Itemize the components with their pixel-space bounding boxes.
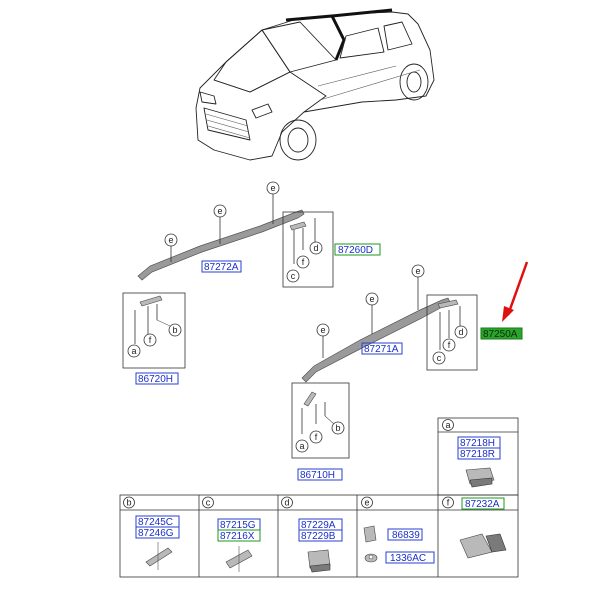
- right-roof-rail: [301, 297, 451, 383]
- svg-text:b: b: [172, 325, 177, 335]
- svg-text:b: b: [335, 423, 340, 433]
- table-col-f: f 87232A: [442, 496, 507, 559]
- svg-text:87229B: 87229B: [301, 531, 336, 542]
- svg-text:87218H: 87218H: [460, 438, 495, 449]
- callout-right-e2: e: [365, 292, 379, 334]
- svg-text:86839: 86839: [392, 530, 420, 541]
- svg-text:f: f: [149, 335, 152, 345]
- label-87250A[interactable]: 87250A: [480, 327, 523, 340]
- label-87246G[interactable]: 87246G: [135, 526, 180, 539]
- red-arrow-icon: [502, 261, 529, 322]
- svg-text:f: f: [315, 432, 318, 442]
- label-1336AC[interactable]: 1336AC: [385, 551, 435, 564]
- svg-text:d: d: [458, 327, 463, 337]
- callout-left-e2: e: [213, 204, 227, 244]
- label-86720H[interactable]: 86720H: [135, 372, 179, 385]
- svg-text:a: a: [445, 420, 450, 430]
- svg-text:87260D: 87260D: [338, 245, 373, 256]
- detail-box-lower: b f a: [291, 382, 350, 459]
- label-87245C[interactable]: 87245C: [135, 515, 180, 528]
- car-illustration: [195, 8, 435, 161]
- svg-text:87245C: 87245C: [138, 517, 173, 528]
- callout-right-e3: e: [316, 323, 330, 358]
- label-87218R[interactable]: 87218R: [457, 447, 501, 460]
- label-87216X[interactable]: 87216X: [217, 529, 261, 542]
- svg-text:d: d: [284, 498, 289, 508]
- svg-text:e: e: [270, 183, 275, 193]
- detail-box-upper: d f c: [282, 211, 334, 288]
- callout-right-e1: e: [411, 264, 425, 310]
- svg-text:c: c: [291, 271, 296, 281]
- svg-text:f: f: [448, 340, 451, 350]
- table-col-e: e 86839 1336AC: [361, 496, 435, 564]
- callout-left-e1: e: [266, 181, 280, 224]
- svg-text:87216X: 87216X: [220, 531, 255, 542]
- table-col-b: b 87245C 87246G: [123, 496, 180, 570]
- svg-text:e: e: [415, 266, 420, 276]
- detail-box-right: d f c: [426, 294, 478, 371]
- svg-text:e: e: [369, 294, 374, 304]
- svg-text:86710H: 86710H: [300, 470, 335, 481]
- label-87229B[interactable]: 87229B: [298, 529, 343, 542]
- label-87260D[interactable]: 87260D: [334, 243, 381, 256]
- label-86710H[interactable]: 86710H: [297, 468, 343, 481]
- svg-text:e: e: [168, 235, 173, 245]
- svg-text:e: e: [320, 325, 325, 335]
- label-87271A[interactable]: 87271A: [361, 342, 403, 355]
- svg-text:c: c: [437, 353, 442, 363]
- svg-text:a: a: [131, 346, 136, 356]
- svg-text:e: e: [364, 498, 369, 508]
- svg-text:c: c: [206, 498, 211, 508]
- svg-text:f: f: [302, 257, 305, 267]
- svg-text:87215G: 87215G: [220, 520, 256, 531]
- svg-text:86720H: 86720H: [138, 374, 173, 385]
- label-86839[interactable]: 86839: [387, 528, 423, 541]
- svg-text:b: b: [126, 498, 131, 508]
- svg-text:f: f: [447, 498, 450, 508]
- svg-text:1336AC: 1336AC: [390, 553, 426, 564]
- parts-table: [119, 494, 519, 578]
- label-87229A[interactable]: 87229A: [298, 518, 343, 531]
- svg-text:87246G: 87246G: [138, 528, 174, 539]
- svg-text:e: e: [217, 206, 222, 216]
- svg-text:d: d: [313, 243, 318, 253]
- table-col-c: c 87215G 87216X: [202, 496, 261, 572]
- label-87232A[interactable]: 87232A: [461, 497, 505, 510]
- left-roof-rail: [137, 209, 305, 281]
- svg-text:a: a: [299, 441, 304, 451]
- label-87272A[interactable]: 87272A: [201, 260, 242, 273]
- table-a: a 87218H 87218R: [437, 417, 519, 496]
- label-87218H[interactable]: 87218H: [457, 436, 501, 449]
- label-87215G[interactable]: 87215G: [217, 518, 261, 531]
- svg-text:87272A: 87272A: [204, 262, 239, 273]
- svg-text:87271A: 87271A: [364, 344, 399, 355]
- svg-text:87229A: 87229A: [301, 520, 336, 531]
- svg-text:87218R: 87218R: [460, 449, 495, 460]
- table-col-d: d 87229A 87229B: [281, 496, 343, 573]
- callout-left-e3: e: [164, 233, 178, 262]
- svg-text:87232A: 87232A: [465, 499, 500, 510]
- detail-box-left: b f a: [122, 292, 186, 369]
- svg-text:87250A: 87250A: [483, 329, 518, 340]
